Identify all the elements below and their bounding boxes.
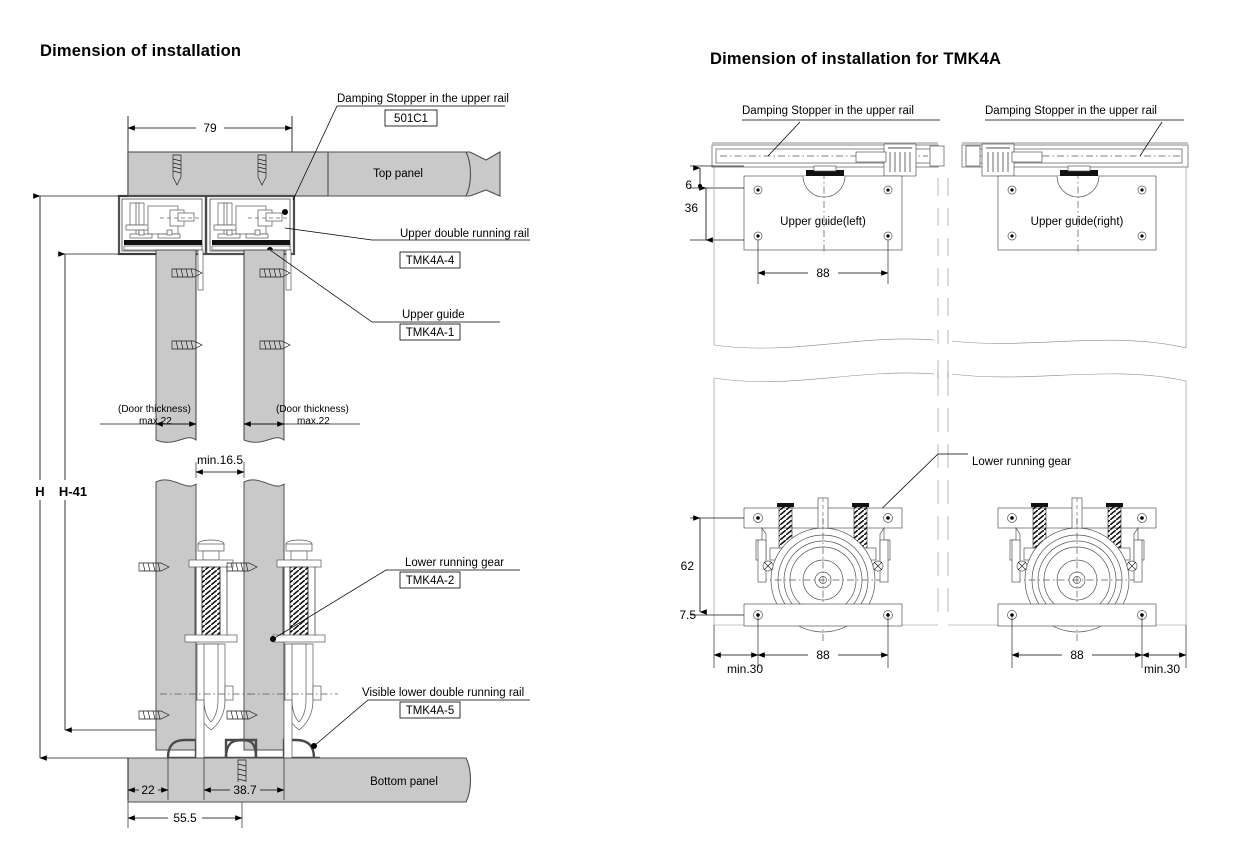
dim-upper-guide-width-88: 88 — [757, 240, 889, 284]
dim-36-text: 36 — [685, 201, 699, 215]
right-diagram-title: Dimension of installation for TMK4A — [710, 50, 1002, 68]
callout-visible-lower-label: Visible lower double running rail — [362, 687, 524, 699]
dim-H-text: H — [35, 484, 44, 499]
dim-lower-height-62: 62 — [681, 515, 744, 616]
door-thickness-label-right: (Door thickness) — [276, 404, 349, 415]
dim-62-text: 62 — [681, 559, 695, 573]
left-assembly-drawing: 79 Top panel — [31, 93, 530, 828]
bottom-panel-label: Bottom panel — [370, 776, 438, 788]
break-lines — [937, 178, 949, 612]
damping-stopper-text-right: Damping Stopper in the upper rail — [985, 105, 1157, 117]
door-panels-upper — [155, 249, 292, 443]
dim-387-text: 38.7 — [233, 783, 257, 797]
damping-stopper-label-left: Damping Stopper in the upper rail — [742, 105, 940, 157]
upper-guide-left-label: Upper guide(left) — [780, 216, 866, 228]
dim-H41-text: H-41 — [59, 484, 87, 499]
dim-door-gap: min.16.5 — [195, 453, 245, 478]
callout-upper-guide-label: Upper guide — [402, 309, 465, 321]
callout-visible-lower-part: TMK4A-5 — [406, 705, 455, 717]
door-thickness-value-left: max.22 — [139, 416, 172, 427]
door-panels-lower — [155, 479, 285, 751]
callout-damping-stopper-label: Damping Stopper in the upper rail — [337, 93, 509, 105]
dim-height-inner: H-41 — [52, 251, 156, 733]
callout-upper-double-running-rail: Upper double running rail TMK4A-4 — [284, 227, 530, 269]
right-assembly-drawing: Damping Stopper in the upper rail Dampin… — [679, 105, 1189, 676]
dim-min30-right-text: min.30 — [1144, 662, 1180, 676]
dim-6-text: 6 — [685, 178, 692, 192]
door-thickness-value-right: max.22 — [297, 416, 330, 427]
dim-lower-offset-75: 7.5 — [679, 608, 696, 622]
door-screws-lower — [138, 710, 258, 720]
dim-bottom-555: 55.5 — [127, 802, 243, 828]
lower-gear-assembly-right — [997, 497, 1157, 642]
right-frame-upper — [713, 167, 1187, 349]
dim-lower-width-88-left: 88 — [757, 615, 889, 668]
callout-damping-stopper: Damping Stopper in the upper rail 501C1 — [292, 93, 509, 201]
door-thickness-label-left: (Door thickness) — [118, 404, 191, 415]
callout-upper-guide: Upper guide TMK4A-1 — [269, 249, 500, 341]
dim-top-width: 79 — [127, 116, 293, 152]
callout-damping-stopper-part: 501C1 — [394, 113, 428, 125]
callout-upper-guide-part: TMK4A-1 — [406, 327, 455, 339]
lower-running-gear-text: Lower running gear — [972, 456, 1071, 468]
dim-lower-width-88-right: 88 — [1011, 615, 1143, 668]
upper-rail-strip — [711, 142, 1189, 177]
upper-double-running-rail — [117, 194, 296, 256]
damping-stopper-text-left: Damping Stopper in the upper rail — [742, 105, 914, 117]
dim-height-total: H — [31, 193, 128, 761]
upper-guide-right-label: Upper guide(right) — [1031, 216, 1124, 228]
dim-min30-left: min.30 — [713, 625, 763, 676]
bottom-panel: Bottom panel — [127, 757, 472, 803]
dim-upper-offset-6: 6 — [685, 165, 744, 192]
callout-upper-rail-part: TMK4A-4 — [406, 255, 455, 267]
upper-guide-mechanism-left — [125, 202, 200, 239]
upper-guide-mechanism-right — [213, 202, 288, 239]
dim-min30-left-text: min.30 — [727, 662, 763, 676]
dim-75-text: 7.5 — [679, 608, 696, 622]
dim-22-text: 22 — [141, 783, 155, 797]
damping-stopper-label-right: Damping Stopper in the upper rail — [985, 105, 1184, 157]
lower-gear-assembly-left — [743, 497, 903, 642]
top-panel: Top panel — [127, 151, 501, 197]
dim-88-upper-text: 88 — [816, 266, 830, 280]
dim-min30-right: min.30 — [1141, 625, 1187, 676]
top-panel-label: Top panel — [373, 168, 423, 180]
dim-door-thickness-right: (Door thickness) max.22 — [243, 404, 360, 427]
upper-guide-right: Upper guide(right) — [997, 165, 1157, 255]
dim-bottom-22: 22 — [127, 758, 169, 800]
left-diagram-title: Dimension of installation — [40, 42, 242, 60]
callout-visible-lower-rail: Visible lower double running rail TMK4A-… — [313, 687, 530, 747]
dim-88-lower-left-text: 88 — [816, 648, 830, 662]
dim-79-text: 79 — [203, 121, 217, 135]
dim-bottom-387: 38.7 — [203, 758, 285, 800]
dim-upper-guide-height-36: 36 — [685, 185, 744, 243]
dim-555-text: 55.5 — [173, 811, 197, 825]
dim-min165-text: min.16.5 — [197, 453, 243, 467]
door-screws-upper — [171, 268, 291, 350]
callout-lower-gear-label: Lower running gear — [405, 557, 504, 569]
callout-upper-rail-label: Upper double running rail — [400, 228, 529, 240]
callout-lower-gear-part: TMK4A-2 — [406, 575, 455, 587]
lower-running-gear-label-right: Lower running gear — [869, 453, 1071, 521]
dim-88-lower-right-text: 88 — [1070, 648, 1084, 662]
upper-guide-left: Upper guide(left) — [743, 165, 903, 255]
dim-door-thickness-left: (Door thickness) max.22 — [100, 404, 197, 427]
callout-lower-running-gear: Lower running gear TMK4A-2 — [272, 557, 520, 640]
top-panel-screws — [172, 154, 267, 186]
